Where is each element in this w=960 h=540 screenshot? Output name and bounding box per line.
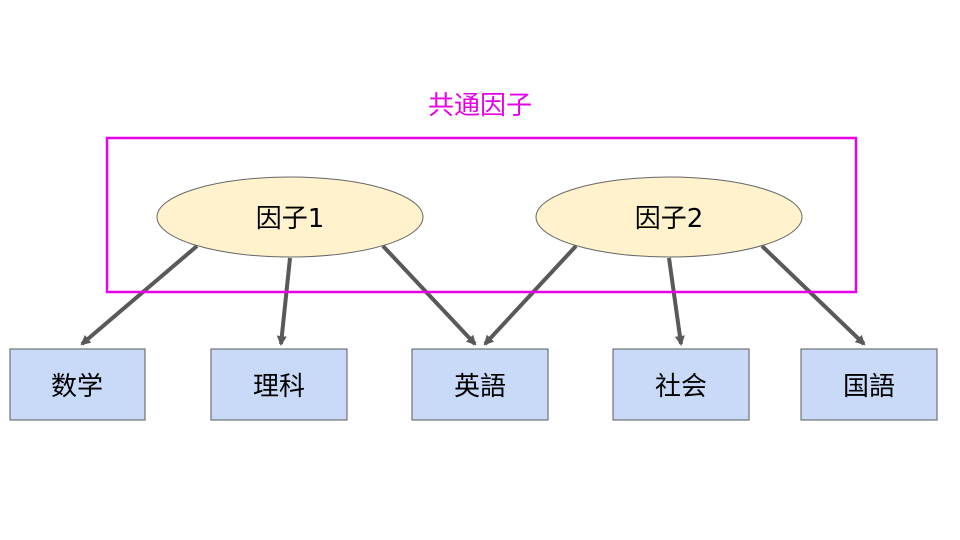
- common-factor-box: [105, 136, 858, 294]
- factor-node-2: 因子2: [535, 176, 803, 258]
- arrow-f1-to-s3: [381, 244, 477, 346]
- subject-box: [612, 348, 750, 421]
- subject-box: [411, 348, 549, 421]
- subject-node-math: 数学: [9, 348, 146, 421]
- subject-label: 国語: [843, 372, 895, 402]
- subject-node-social: 社会: [612, 348, 750, 421]
- subject-node-japanese: 国語: [800, 348, 938, 421]
- arrow-f1-to-s2: [276, 257, 292, 346]
- factor-label: 因子1: [256, 204, 325, 234]
- factor-label: 因子2: [635, 204, 704, 234]
- subject-box: [210, 348, 348, 421]
- arrow-f2-to-s4: [667, 257, 685, 346]
- factor-ellipse: [535, 176, 803, 258]
- subject-box: [9, 348, 146, 421]
- subject-label: 数学: [51, 372, 103, 402]
- edges-layer: [80, 244, 866, 346]
- subject-label: 英語: [454, 372, 506, 402]
- arrow-f1-to-s1: [80, 244, 199, 346]
- factor-node-1: 因子1: [156, 176, 424, 258]
- common-factor-label: 共通因子: [428, 91, 532, 121]
- subject-node-science: 理科: [210, 348, 348, 421]
- subject-label: 理科: [253, 372, 305, 402]
- arrow-f2-to-s3: [483, 244, 578, 346]
- subject-node-english: 英語: [411, 348, 549, 421]
- factor-ellipse: [156, 176, 424, 258]
- subject-label: 社会: [655, 372, 707, 402]
- arrow-f2-to-s5: [760, 244, 866, 346]
- subject-box: [800, 348, 938, 421]
